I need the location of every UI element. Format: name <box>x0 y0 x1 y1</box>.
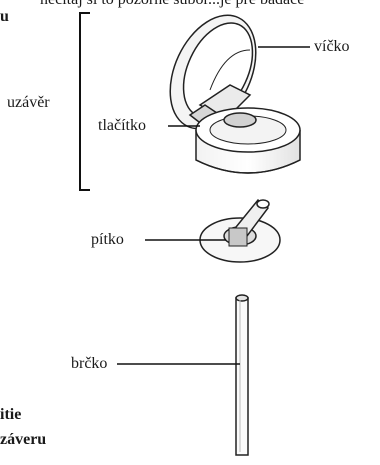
label-mouthpiece: pítko <box>91 231 124 248</box>
label-straw: brčko <box>71 355 108 372</box>
left-fragment-bottom-1: itie <box>0 406 22 423</box>
label-button: tlačítko <box>98 117 146 134</box>
header-text-fragment: nečítaj si to pozorne súbor...je pre bád… <box>40 0 304 9</box>
label-closure: uzávěr <box>7 94 50 111</box>
mouthpiece-drawing <box>199 198 281 263</box>
left-fragment-top: u <box>0 8 9 25</box>
closure-body-drawing <box>195 107 301 174</box>
closure-bracket <box>79 12 90 191</box>
leader-lines <box>117 46 310 365</box>
straw-drawing <box>235 294 249 456</box>
left-fragment-bottom-2: záveru <box>0 431 47 448</box>
label-lid: víčko <box>314 38 350 55</box>
